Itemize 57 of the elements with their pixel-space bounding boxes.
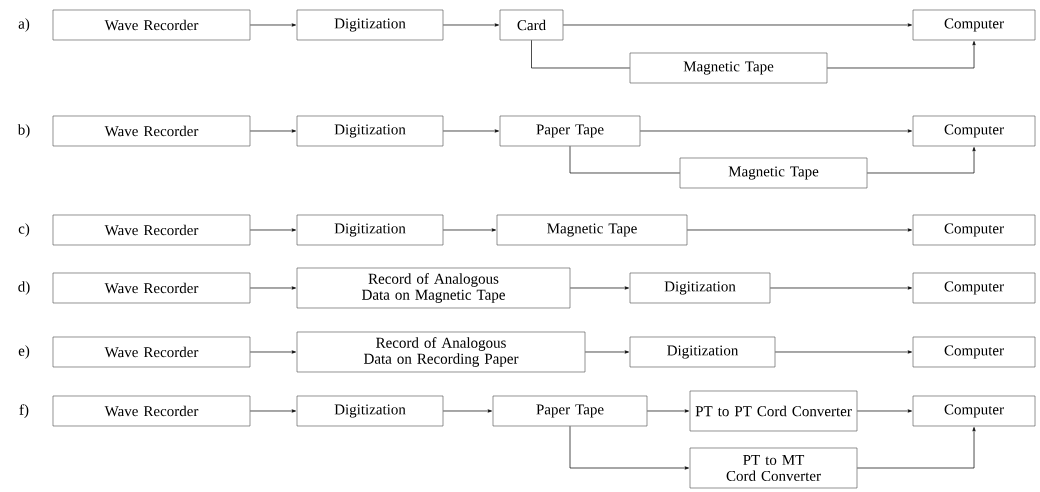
process-box: Digitization	[629, 272, 771, 304]
process-box: Card	[499, 9, 564, 41]
process-box: Wave Recorder	[52, 272, 251, 304]
arrow	[856, 427, 976, 469]
process-box: Paper Tape	[492, 395, 648, 427]
arrow	[569, 286, 629, 290]
process-box: PT to PT Cord Converter	[689, 390, 858, 432]
arrow	[249, 23, 296, 27]
process-box: Computer	[912, 115, 1036, 147]
process-box: Wave Recorder	[52, 336, 251, 368]
arrow	[442, 409, 492, 413]
arrow	[569, 425, 689, 470]
arrow	[249, 409, 296, 413]
arrow	[646, 409, 689, 413]
row-label: e)	[18, 345, 30, 359]
process-box: PT to MT Cord Converter	[689, 447, 858, 489]
process-box: Computer	[912, 272, 1036, 304]
process-box: Magnetic Tape	[629, 52, 828, 84]
row-label: d)	[18, 281, 30, 295]
process-box: Wave Recorder	[52, 9, 251, 41]
process-box: Digitization	[296, 214, 444, 246]
arrow	[249, 228, 296, 232]
row-label: a)	[18, 18, 30, 32]
process-box: Wave Recorder	[52, 395, 251, 427]
arrow	[826, 41, 976, 69]
process-box: Magnetic Tape	[496, 214, 688, 246]
process-box: Digitization	[629, 336, 776, 368]
arrow	[774, 350, 912, 354]
row-label: f)	[19, 404, 29, 418]
arrow	[442, 23, 499, 27]
arrow	[639, 129, 912, 133]
process-box: Digitization	[296, 395, 444, 427]
row-label: c)	[18, 223, 30, 237]
arrow	[584, 350, 629, 354]
process-box: Record of Analogous Data on Magnetic Tape	[296, 267, 571, 309]
process-box: Paper Tape	[499, 115, 641, 147]
arrow	[866, 147, 976, 174]
arrow	[562, 23, 912, 27]
process-box: Digitization	[296, 115, 444, 147]
process-box: Record of Analogous Data on Recording Paper	[296, 331, 586, 373]
process-box: Computer	[912, 214, 1036, 246]
arrow	[686, 228, 912, 232]
arrow	[249, 129, 296, 133]
process-box: Wave Recorder	[52, 115, 251, 147]
arrow	[249, 350, 296, 354]
process-box: Computer	[912, 9, 1036, 41]
process-box: Magnetic Tape	[679, 157, 868, 189]
arrow	[442, 129, 499, 133]
row-label: b)	[17, 124, 30, 138]
process-box: Computer	[912, 336, 1036, 368]
arrow	[769, 286, 912, 290]
arrow	[442, 228, 496, 232]
arrow	[249, 286, 296, 290]
arrow	[856, 409, 912, 413]
process-box: Digitization	[296, 9, 444, 41]
process-box: Computer	[912, 395, 1036, 427]
process-box: Wave Recorder	[52, 214, 251, 246]
